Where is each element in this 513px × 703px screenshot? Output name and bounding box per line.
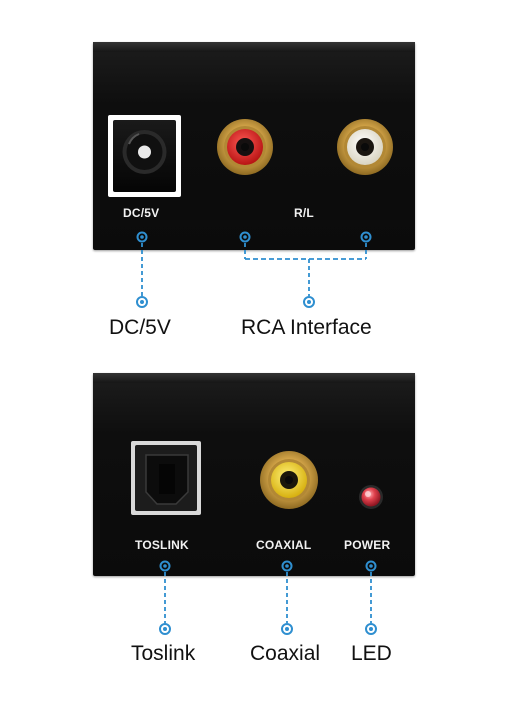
optical-port-icon: [131, 441, 201, 515]
rca-callout-label: RCA Interface: [241, 316, 372, 339]
rca-callout-line: [239, 231, 372, 308]
dc-port-label: DC/5V: [123, 206, 160, 220]
coaxial-callout-line: [281, 560, 293, 635]
toslink-callout-label: Toslink: [131, 642, 196, 665]
rca-jack-red-icon: [217, 119, 273, 175]
led-callout-label: LED: [351, 642, 392, 665]
top-panel-edge: [93, 42, 415, 52]
led-callout-line: [365, 560, 377, 635]
rl-port-label: R/L: [294, 206, 314, 220]
toslink-port-label: TOSLINK: [135, 538, 189, 552]
dc-barrel-jack-icon: [108, 115, 181, 197]
dc-callout-label: DC/5V: [109, 316, 171, 339]
coaxial-callout-label: Coaxial: [250, 642, 321, 665]
bottom-panel: TOSLINK COAXIAL POWER: [93, 373, 415, 576]
bottom-panel-edge: [93, 373, 415, 383]
coaxial-port-label: COAXIAL: [256, 538, 312, 552]
power-port-label: POWER: [344, 538, 391, 552]
dc-callout-line: [136, 231, 148, 308]
toslink-callout-line: [159, 560, 171, 635]
rca-jack-yellow-icon: [260, 451, 318, 509]
led-icon: [359, 485, 383, 509]
rca-jack-white-icon: [337, 119, 393, 175]
